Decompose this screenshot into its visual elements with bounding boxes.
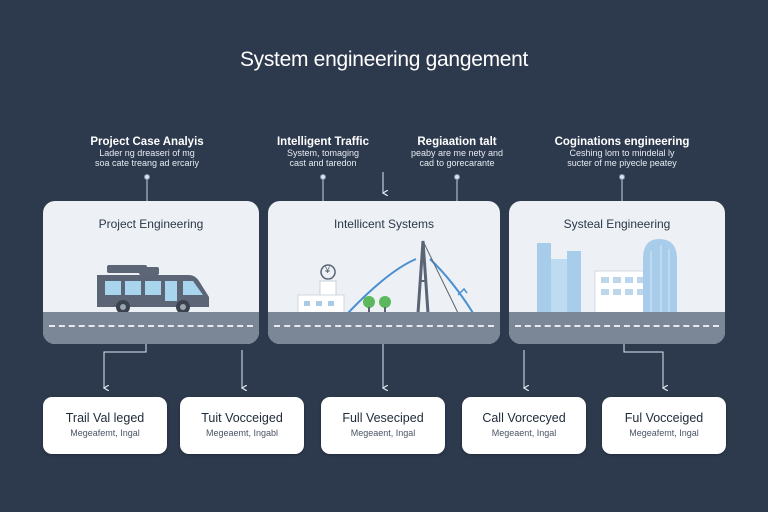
connector-arrow	[104, 344, 147, 388]
card-call-vorcecyed: Call Vorcecyed Megeaent, Ingal	[462, 397, 586, 454]
pin-dot	[454, 174, 460, 180]
label-subtitle: soa cate treang ad ercariy	[94, 158, 200, 168]
card-subtitle: Megeaemt, Ingabl	[205, 428, 279, 438]
card-title: Ful Vocceiged	[624, 411, 704, 425]
label-subtitle: cad to gorecarante	[419, 158, 495, 168]
card-title: Full Veseciped	[342, 411, 424, 425]
connector-arrow	[623, 344, 663, 388]
panel-title: Project Engineering	[98, 217, 204, 231]
road	[43, 312, 259, 344]
card-subtitle: Megeafemt, Ingal	[70, 428, 140, 438]
label-title: Project Case Analyis	[90, 136, 204, 148]
label-subtitle: Lader ng dreaseri of mg	[99, 148, 195, 158]
pin-dot	[320, 174, 326, 180]
bridge-illustration: ¥	[297, 240, 474, 314]
card-subtitle: Megeafemt, Ingal	[629, 428, 699, 438]
pin-dot	[144, 174, 150, 180]
card-full-veseciped: Full Veseciped Megeaent, Ingal	[321, 397, 445, 454]
card-ful-vocceiged: Ful Vocceiged Megeafemt, Ingal	[602, 397, 726, 454]
label-subtitle: sucter of me piyecle peatey	[567, 158, 677, 168]
card-tuit-vocceiged: Tuit Vocceiged Megeaemt, Ingabl	[180, 397, 304, 454]
label-subtitle: cast and taredon	[289, 158, 357, 168]
panel-title: Systeal Engineering	[563, 217, 671, 231]
card-subtitle: Megeaent, Ingal	[350, 428, 416, 438]
label-subtitle: System, tomaging	[286, 148, 360, 158]
road	[509, 312, 725, 344]
card-trail-val-leged: Trail Val leged Megeafemt, Ingal	[43, 397, 167, 454]
card-title: Tuit Vocceiged	[201, 411, 283, 425]
page-title: System engineering gangement	[239, 48, 529, 71]
label-regiaation-talt: Regiaation talt peaby are me nety and ca…	[392, 136, 522, 168]
panel-project-engineering: Project Engineering	[43, 201, 259, 344]
label-subtitle: Ceshing lom to mindelal ly	[569, 148, 675, 158]
label-project-case-analysis: Project Case Analyis Lader ng dreaseri o…	[64, 136, 230, 168]
label-subtitle: peaby are me nety and	[410, 148, 504, 158]
bus-illustration	[97, 265, 209, 314]
panel-systeal-engineering: Systeal Engineering	[509, 201, 725, 344]
pin-dot	[619, 174, 625, 180]
label-coginations-engineering: Coginations engineering Ceshing lom to m…	[536, 136, 708, 168]
road	[268, 312, 500, 344]
label-intelligent-traffic: Intelligent Traffic System, tomaging cas…	[258, 136, 388, 168]
label-title: Intelligent Traffic	[276, 136, 369, 148]
svg-text:¥: ¥	[324, 265, 331, 275]
card-title: Call Vorcecyed	[482, 411, 566, 425]
label-title: Regiaation talt	[417, 136, 497, 148]
card-subtitle: Megeaent, Ingal	[491, 428, 557, 438]
card-title: Trail Val leged	[65, 411, 145, 425]
panel-title: Intellicent Systems	[333, 217, 435, 231]
city-illustration	[537, 239, 677, 314]
label-title: Coginations engineering	[554, 136, 690, 148]
panel-intelligent-systems: Intellicent Systems ¥	[268, 201, 500, 344]
